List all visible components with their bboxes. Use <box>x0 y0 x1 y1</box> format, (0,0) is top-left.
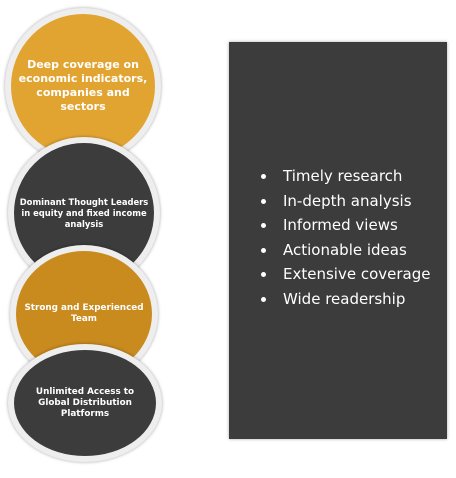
circle-label-thought-leaders: Dominant Thought Leaders in equity and f… <box>19 196 149 229</box>
list-item: Timely research <box>261 164 430 189</box>
strengths-panel: Timely research In-depth analysis Inform… <box>229 42 447 439</box>
circle-label-global-distribution: Unlimited Access to Global Distribution … <box>35 386 135 419</box>
strengths-list: Timely research In-depth analysis Inform… <box>261 164 430 311</box>
circle-label-experienced-team: Strong and Experienced Team <box>24 303 144 324</box>
list-item: In-depth analysis <box>261 189 430 214</box>
circle-label-deep-coverage: Deep coverage on economic indicators, co… <box>18 58 148 113</box>
list-item: Wide readership <box>261 287 430 312</box>
list-item: Actionable ideas <box>261 238 430 263</box>
circle-global-distribution: Unlimited Access to Global Distribution … <box>8 344 162 462</box>
list-item: Informed views <box>261 213 430 238</box>
list-item: Extensive coverage <box>261 262 430 287</box>
